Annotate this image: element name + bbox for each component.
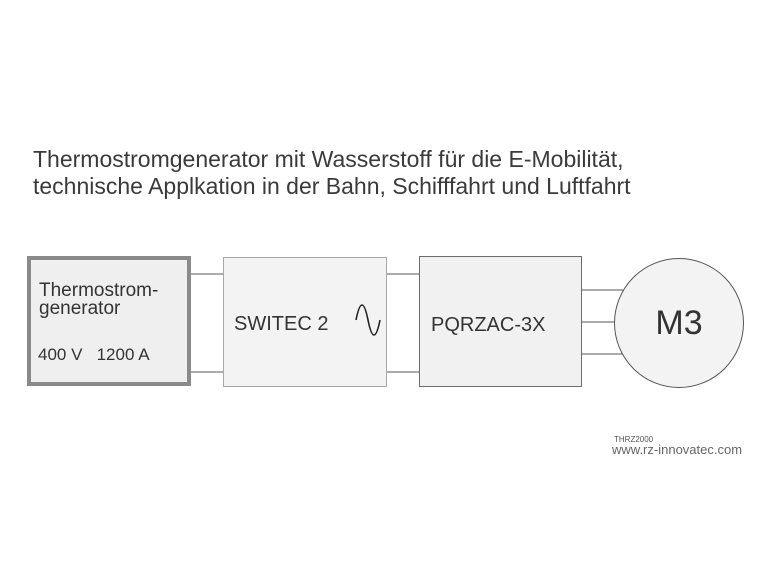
motor-m3: M3 — [614, 258, 744, 388]
switec-block: SWITEC 2 — [223, 257, 387, 387]
thermostromgenerator-block: Thermostrom- generator 400 V 1200 A — [27, 256, 191, 386]
motor-label: M3 — [655, 304, 703, 342]
thermo-spec: 400 V 1200 A — [38, 345, 150, 364]
pqrzac-block: PQRZAC-3X — [419, 256, 582, 387]
sine-wave-icon — [355, 304, 381, 336]
footer-url: www.rz-innovatec.com — [612, 442, 743, 457]
footer-code: THRZ2000 — [614, 435, 654, 444]
thermo-label-line-1: Thermostrom- — [39, 280, 159, 301]
title-line-2: technische Applkation in der Bahn, Schif… — [33, 173, 631, 199]
switec-label: SWITEC 2 — [234, 313, 329, 335]
thermo-label-line-2: generator — [39, 298, 121, 319]
pqrzac-label: PQRZAC-3X — [431, 314, 546, 336]
title-line-1: Thermostromgenerator mit Wasserstoff für… — [33, 146, 624, 172]
diagram-title: Thermostromgenerator mit Wasserstoff für… — [33, 146, 631, 200]
